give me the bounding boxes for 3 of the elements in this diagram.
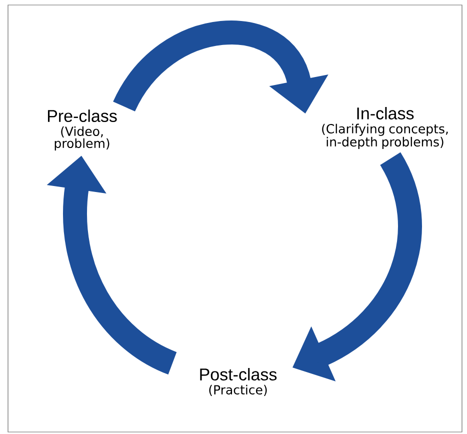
stage-label: In-class (Clarifying concepts, in-depth problems) <box>322 107 448 149</box>
stage-label: Post-class (Practice) <box>200 368 277 396</box>
stage-label: Pre-class (Video, problem) <box>48 110 117 150</box>
